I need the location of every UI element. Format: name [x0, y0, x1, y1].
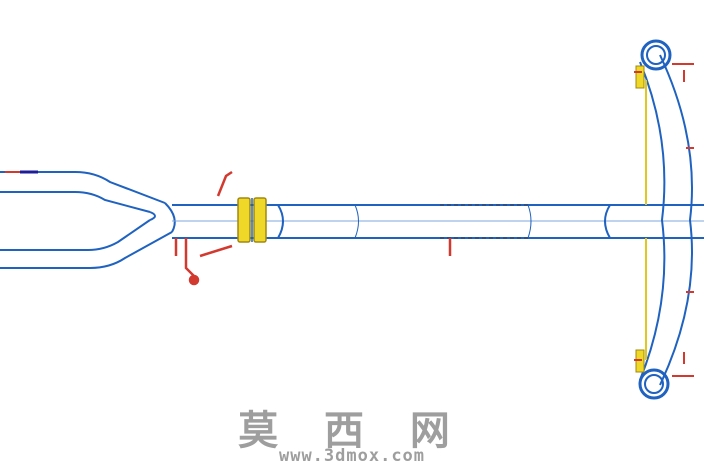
main-pipe-joint-2 [354, 204, 359, 239]
main-pipe-joint-3 [527, 204, 532, 239]
clamp-left-half [237, 197, 251, 243]
clamp-right-half [253, 197, 267, 243]
header-inner-edge [639, 61, 666, 381]
y-junction-nose [149, 211, 156, 221]
valve-assembly [174, 170, 452, 286]
pipe-clamp [237, 197, 267, 243]
valve-handle-lower [199, 244, 233, 258]
support-plate-top [635, 65, 645, 89]
header-outer-edge [659, 54, 693, 386]
left-pipe-lower-outer [0, 231, 173, 269]
left-pipe-upper-inner [0, 191, 151, 213]
main-pipe-joint-1 [277, 204, 284, 239]
header-top-flange [640, 39, 672, 71]
left-y-pipe [0, 171, 176, 269]
header-support-rails [635, 65, 647, 373]
perforated-section [440, 204, 530, 239]
fitting-top-right [672, 63, 694, 82]
fitting-bottom-right [672, 352, 694, 377]
header-top-flange-inner [646, 45, 666, 65]
valve-lever-lower [184, 238, 195, 277]
header-bottom-flange-inner [644, 374, 664, 394]
y-junction-collar [164, 202, 176, 233]
valve-handle-upper [216, 170, 233, 197]
left-pipe-lower-inner [0, 219, 151, 251]
header-bottom-flange [638, 368, 670, 400]
right-header-pipe [638, 39, 693, 400]
main-pipe-joint-4 [604, 204, 611, 239]
valve-knob [188, 274, 200, 286]
left-pipe-upper-outer [0, 171, 166, 204]
header-fittings [634, 63, 694, 377]
